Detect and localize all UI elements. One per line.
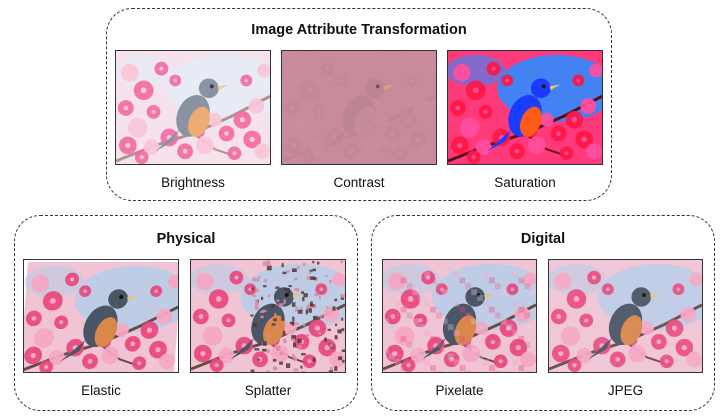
panel-contrast: Contrast <box>281 50 437 190</box>
caption-splatter: Splatter <box>244 383 292 398</box>
panel-brightness: Brightness <box>115 50 271 190</box>
group-digital: Digital <box>371 215 715 411</box>
splatter-image <box>190 259 346 373</box>
group-title: Digital <box>520 231 566 247</box>
group-physical: Physical <box>14 215 358 411</box>
panel-saturation: Saturation <box>447 50 603 190</box>
caption-jpeg: JPEG <box>607 383 644 398</box>
caption-saturation: Saturation <box>494 175 556 190</box>
brightness-image <box>115 50 271 165</box>
caption-pixelate: Pixelate <box>435 383 484 398</box>
jpeg-image <box>548 259 703 373</box>
group-attribute-transformation: Image Attribute Transformation <box>106 8 612 201</box>
group-title: Image Attribute Transformation <box>251 22 467 38</box>
caption-brightness: Brightness <box>161 175 225 190</box>
elastic-image <box>23 259 179 373</box>
pixelate-image <box>382 259 537 373</box>
saturation-image <box>447 50 603 165</box>
group-title: Physical <box>156 231 216 247</box>
caption-elastic: Elastic <box>81 383 121 398</box>
panel-jpeg: JPEG <box>548 259 703 398</box>
panel-elastic: Elastic <box>23 259 179 398</box>
panel-pixelate: Pixelate <box>382 259 537 398</box>
caption-contrast: Contrast <box>333 175 385 190</box>
contrast-image <box>281 50 437 165</box>
panel-splatter: Splatter <box>190 259 346 398</box>
